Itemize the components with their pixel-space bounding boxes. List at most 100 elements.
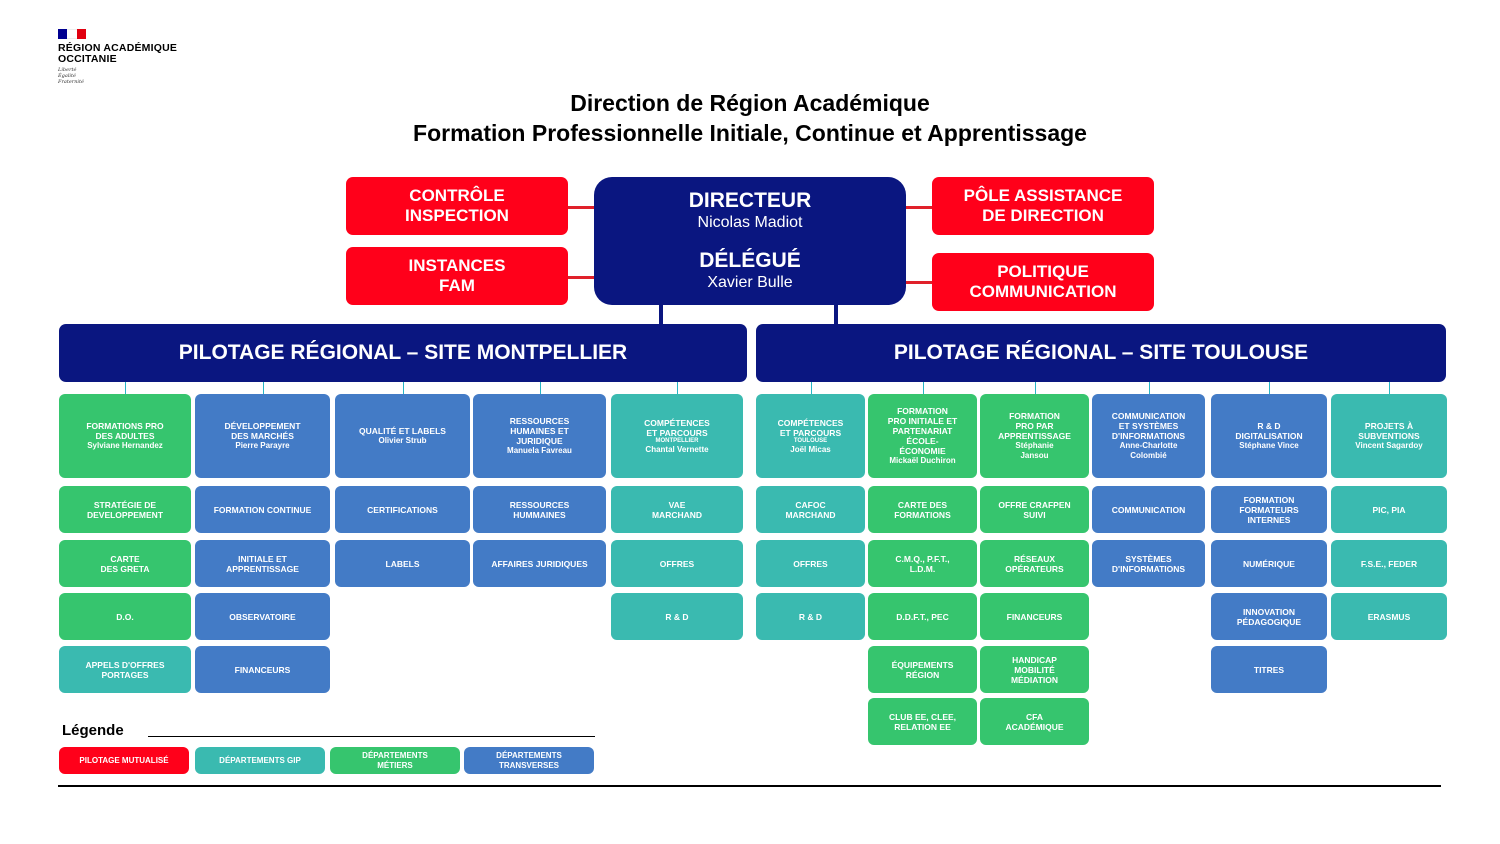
connector-line [904,281,934,284]
department-head: COMMUNICATION ET SYSTÈMES D'INFORMATIONS… [1092,394,1205,478]
department-head-name: Sylviane Hernandez [87,441,163,450]
directeur-name: Nicolas Madiot [697,214,803,231]
page-title-line1: Direction de Région Académique [570,90,930,116]
department-label: RESSOURCES HUMAINES ET JURIDIQUE [509,416,570,446]
department-unit: CFA ACADÉMIQUE [980,698,1089,745]
controle-label: CONTRÔLE [409,186,505,205]
department-unit: NUMÉRIQUE [1211,540,1327,587]
department-head: FORMATION PRO INITIALE ET PARTENARIAT ÉC… [868,394,977,478]
department-unit: APPELS D'OFFRES PORTAGES [59,646,191,693]
connector-tick [923,382,924,394]
department-unit: OFFRES [611,540,743,587]
directeur-box: DIRECTEUR Nicolas Madiot DÉLÉGUÉ Xavier … [594,177,906,305]
legend-title: Légende [62,722,124,739]
legend-item: PILOTAGE MUTUALISÉ [59,747,189,774]
department-site: MONTPELLIER [655,437,699,444]
connector-tick [125,382,126,394]
connector-tick [1269,382,1270,394]
department-head-name: Anne-Charlotte Colombié [1119,441,1178,460]
instances-label: INSTANCES [408,256,506,275]
department-unit: OFFRE CRAFPEN SUIVI [980,486,1089,533]
connector-tick [811,382,812,394]
pole-assistance-box: PÔLE ASSISTANCE DE DIRECTION [932,177,1154,235]
politique-communication-box: POLITIQUE COMMUNICATION [932,253,1154,311]
department-unit: CERTIFICATIONS [335,486,470,533]
department-unit: FORMATION FORMATEURS INTERNES [1211,486,1327,533]
directeur-title: DIRECTEUR [688,189,812,212]
logo-line2: OCCITANIE [58,53,117,65]
department-unit: RÉSEAUX OPÉRATEURS [980,540,1089,587]
department-unit: AFFAIRES JURIDIQUES [473,540,606,587]
department-head-name: Manuela Favreau [507,446,572,455]
department-unit: FINANCEURS [195,646,330,693]
pilotage-toulouse: PILOTAGE RÉGIONAL – SITE TOULOUSE [756,324,1446,382]
department-head-name: Pierre Parayre [235,441,290,450]
controle-inspection-box: CONTRÔLE INSPECTION [346,177,568,235]
direction-label: DE DIRECTION [982,206,1104,225]
logo-motto: Liberté Égalité Fraternité [58,67,84,85]
legend-item: DÉPARTEMENTS MÉTIERS [330,747,460,774]
legend-item: DÉPARTEMENTS GIP [195,747,325,774]
department-unit: R & D [611,593,743,640]
connector-tick [1389,382,1390,394]
department-unit: CAFOC MARCHAND [756,486,865,533]
department-unit: ERASMUS [1331,593,1447,640]
department-unit: COMMUNICATION [1092,486,1205,533]
department-label: FORMATIONS PRO DES ADULTES [86,421,164,441]
department-label: QUALITÉ ET LABELS [359,426,446,436]
department-unit: VAE MARCHAND [611,486,743,533]
department-label: COMMUNICATION ET SYSTÈMES D'INFORMATIONS [1111,411,1186,441]
department-unit: ÉQUIPEMENTS RÉGION [868,646,977,693]
department-unit: F.S.E., FEDER [1331,540,1447,587]
delegue-title: DÉLÉGUÉ [699,249,801,272]
instances-fam-box: INSTANCES FAM [346,247,568,305]
department-unit: PIC, PIA [1331,486,1447,533]
page-title-line2: Formation Professionnelle Initiale, Cont… [413,120,1087,146]
department-unit: LABELS [335,540,470,587]
fam-label: FAM [439,276,475,295]
connector-tick [403,382,404,394]
department-unit: CLUB EE, CLEE, RELATION EE [868,698,977,745]
department-unit: D.D.F.T., PEC [868,593,977,640]
legend-divider [148,736,595,737]
department-unit: R & D [756,593,865,640]
communication-label: COMMUNICATION [969,282,1117,301]
department-unit: CARTE DES FORMATIONS [868,486,977,533]
department-unit: FINANCEURS [980,593,1089,640]
department-label: COMPÉTENCES ET PARCOURS [644,417,710,438]
department-label: R & D DIGITALISATION [1235,421,1303,441]
department-site: TOULOUSE [793,437,828,444]
department-unit: HANDICAP MOBILITÉ MÉDIATION [980,646,1089,693]
department-head-name: Mickaël Duchiron [889,456,956,465]
department-label: PROJETS À SUBVENTIONS [1358,421,1420,441]
department-unit: TITRES [1211,646,1327,693]
department-unit: RESSOURCES HUMMAINES [473,486,606,533]
inspection-label: INSPECTION [405,206,509,225]
pole-label: PÔLE ASSISTANCE [963,186,1123,205]
politique-label: POLITIQUE [997,262,1089,281]
connector-line [567,206,597,209]
department-label: COMPÉTENCES ET PARCOURS [777,417,844,438]
department-unit: OBSERVATOIRE [195,593,330,640]
department-label: FORMATION PRO INITIALE ET PARTENARIAT ÉC… [887,406,958,456]
department-label: DÉVELOPPEMENT DES MARCHÉS [224,421,301,441]
connector-line [567,276,597,279]
connector-tick [540,382,541,394]
pilotage-montpellier: PILOTAGE RÉGIONAL – SITE MONTPELLIER [59,324,747,382]
department-unit: STRATÉGIE DE DEVELOPPEMENT [59,486,191,533]
connector-tick [263,382,264,394]
department-unit: C.M.Q., P.F.T., L.D.M. [868,540,977,587]
connector-tick [1149,382,1150,394]
connector-tick [1035,382,1036,394]
department-label: FORMATION PRO PAR APPRENTISSAGE [998,411,1071,441]
department-unit: SYSTÈMES D'INFORMATIONS [1092,540,1205,587]
department-unit: D.O. [59,593,191,640]
